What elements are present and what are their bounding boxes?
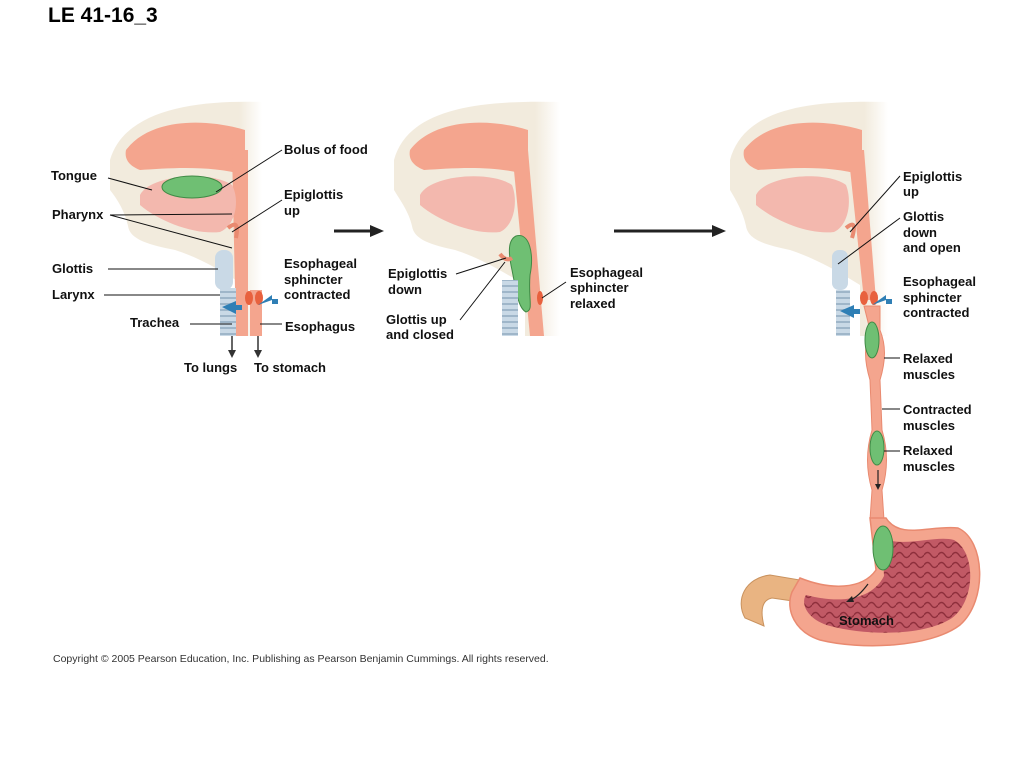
label-sphincter-line2: sphincter — [903, 290, 962, 305]
label-stomach: Stomach — [839, 613, 894, 628]
panel-3-illustration — [730, 101, 981, 647]
larynx-airway — [832, 250, 848, 290]
label-tongue: Tongue — [51, 168, 97, 183]
label-glottis-line2: down — [903, 225, 937, 240]
sphincter-left — [245, 291, 253, 305]
panel-1-illustration — [110, 101, 278, 358]
label-bolus: Bolus of food — [284, 142, 368, 157]
label-relaxed-muscles-2b: muscles — [903, 459, 955, 474]
arrow-to-lungs — [228, 350, 236, 358]
bolus — [161, 175, 223, 199]
label-glottis-line2: and closed — [386, 327, 454, 342]
label-pharynx: Pharynx — [52, 207, 104, 222]
larynx-airway — [215, 250, 233, 290]
label-sphincter-line2: sphincter — [284, 272, 343, 287]
tongue-shape — [420, 176, 515, 233]
pharynx-wall — [848, 150, 876, 300]
nasal-cavity — [743, 122, 862, 175]
label-epiglottis-state: down — [388, 282, 422, 297]
label-sphincter-line2: sphincter — [570, 280, 629, 295]
arrow-to-stomach — [254, 350, 262, 358]
bolus-stomach — [872, 525, 894, 571]
epiglottis — [844, 222, 856, 239]
sphincter-right — [255, 291, 263, 305]
label-to-lungs: To lungs — [184, 360, 237, 375]
copyright-notice: Copyright © 2005 Pearson Education, Inc.… — [53, 653, 549, 665]
label-relaxed-muscles-2: Relaxed — [903, 443, 953, 458]
label-glottis-line1: Glottis — [903, 209, 944, 224]
label-epiglottis: Epiglottis — [284, 187, 343, 202]
nasal-cavity — [409, 122, 528, 175]
label-glottis: Glottis — [52, 261, 93, 276]
label-larynx: Larynx — [52, 287, 95, 302]
label-epiglottis-state: up — [284, 203, 300, 218]
label-to-stomach: To stomach — [254, 360, 326, 375]
label-contracted-muscles: Contracted — [903, 402, 972, 417]
stomach-inner — [804, 538, 971, 633]
label-esophagus: Esophagus — [285, 319, 355, 334]
label-epiglottis: Epiglottis — [388, 266, 447, 281]
label-relaxed-muscles-1: Relaxed — [903, 351, 953, 366]
label-contracted-muscles-b: muscles — [903, 418, 955, 433]
panel-2-labels: Epiglottis down Glottis up and closed Es… — [386, 265, 643, 342]
bolus-upper — [864, 321, 880, 359]
sphincter-right — [870, 291, 878, 305]
label-sphincter-line1: Esophageal — [570, 265, 643, 280]
label-sphincter-line1: Esophageal — [284, 256, 357, 271]
label-sphincter-line3: relaxed — [570, 296, 616, 311]
trachea-tube — [502, 280, 518, 336]
label-trachea: Trachea — [130, 315, 180, 330]
panel-1-leaders — [104, 149, 283, 325]
bolus-lower — [869, 430, 885, 466]
panel-3-leaders — [837, 175, 901, 452]
nasal-cavity — [125, 122, 245, 175]
label-relaxed-muscles-1b: muscles — [903, 367, 955, 382]
panel-3-labels: Epiglottis up Glottis down and open Esop… — [839, 169, 976, 628]
blue-arrow-left — [872, 295, 892, 305]
trachea-tube — [836, 290, 850, 336]
label-sphincter-line3: contracted — [903, 305, 970, 320]
epiglottis — [498, 252, 514, 262]
blue-arrow-right — [840, 305, 860, 318]
label-glottis-line1: Glottis up — [386, 312, 447, 327]
bolus — [508, 235, 532, 313]
sphincter-relaxed — [537, 291, 543, 305]
panel-2-leaders — [455, 257, 567, 321]
panel-2-illustration — [394, 101, 560, 336]
label-sphincter-line1: Esophageal — [903, 274, 976, 289]
label-epiglottis-state: up — [903, 184, 919, 199]
sphincter-left — [860, 291, 868, 305]
tongue-shape — [756, 176, 849, 233]
panel-1-labels: Bolus of food Tongue Pharynx Epiglottis … — [51, 142, 368, 375]
blue-arrow-right — [222, 301, 242, 314]
epiglottis — [226, 222, 239, 239]
blue-arrow-left — [258, 295, 278, 305]
label-epiglottis: Epiglottis — [903, 169, 962, 184]
flow-arrow-1 — [334, 225, 384, 237]
label-glottis-line3: and open — [903, 240, 961, 255]
flow-arrow-2 — [614, 225, 726, 237]
slide-title: LE 41-16_3 — [48, 4, 158, 27]
label-sphincter-line3: contracted — [284, 287, 351, 302]
